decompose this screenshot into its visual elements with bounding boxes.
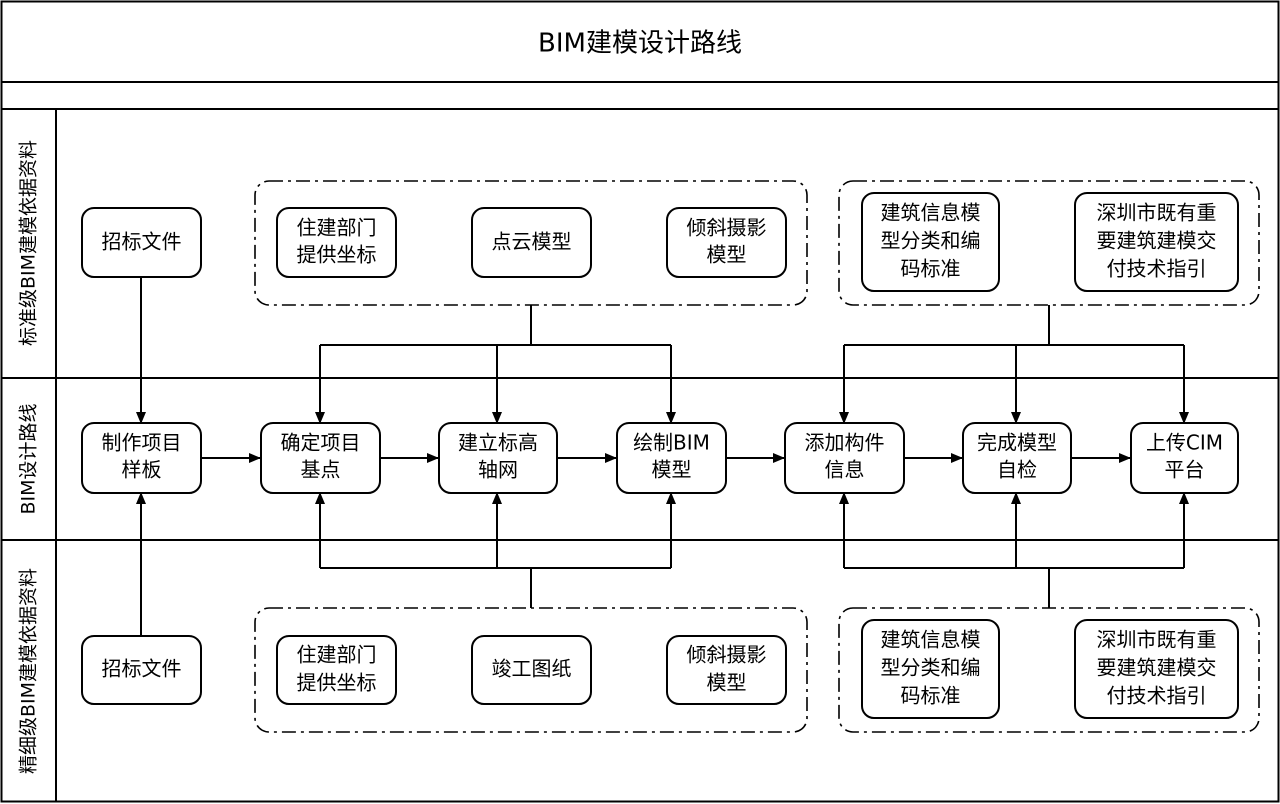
- box-label-line: 上传CIM: [1146, 431, 1223, 455]
- box-label-line: 模型: [707, 243, 747, 267]
- box-outline: [260, 422, 381, 494]
- box-label-line: 平台: [1165, 458, 1205, 482]
- connector-lines: [320, 305, 1184, 608]
- box-label-line: 倾斜摄影: [687, 643, 767, 667]
- box-label-line: 确定项目: [281, 431, 361, 455]
- process-step-upload-cim: 上传CIM 平台: [1130, 422, 1239, 494]
- lane-label-route: BIM设计路线: [18, 403, 40, 514]
- box-outline: [471, 635, 592, 705]
- box-label-line: 完成模型: [977, 431, 1057, 455]
- diagram-title: BIM建模设计路线: [538, 29, 742, 59]
- box-outline: [666, 207, 787, 278]
- process-step-draw-model: 绘制BIM 模型: [616, 422, 727, 494]
- box-outline: [1074, 619, 1239, 719]
- process-step-grid: 建立标高 轴网: [438, 422, 558, 494]
- box-outline: [276, 635, 397, 705]
- box-label-line: 提供坐标: [297, 671, 377, 695]
- box-label-line: 要建筑建模交: [1097, 656, 1217, 680]
- lane-label-standard: 标准级BIM建模依据资料: [18, 140, 40, 346]
- top-oblique-box: 倾斜摄影 模型: [666, 207, 787, 278]
- bottom-standard-box: 建筑信息模 型分类和编 码标准: [861, 619, 1000, 719]
- box-label-line: 绘制BIM: [633, 431, 710, 455]
- box-label-line: 基点: [301, 458, 341, 482]
- box-outline: [1130, 422, 1239, 494]
- box-label-line: 制作项目: [102, 431, 182, 455]
- box-outline: [616, 422, 727, 494]
- box-label-line: 竣工图纸: [492, 657, 572, 681]
- box-label-line: 深圳市既有重: [1097, 628, 1217, 652]
- box-outline: [666, 635, 787, 705]
- box-outline: [861, 192, 1000, 292]
- box-outline: [962, 422, 1072, 494]
- top-standard-box: 建筑信息模 型分类和编 码标准: [861, 192, 1000, 292]
- box-outline: [784, 422, 905, 494]
- box-label-line: 信息: [825, 458, 865, 482]
- box-label-line: 建筑信息模: [881, 628, 981, 652]
- box-outline: [81, 422, 202, 494]
- process-step-self-check: 完成模型 自检: [962, 422, 1072, 494]
- box-label-line: 码标准: [901, 257, 961, 281]
- box-label-line: 添加构件: [805, 431, 885, 455]
- box-label-line: 轴网: [478, 458, 518, 482]
- top-coord-box: 住建部门 提供坐标: [276, 207, 397, 278]
- box-label-line: 深圳市既有重: [1097, 201, 1217, 225]
- box-label-line: 建筑信息模: [881, 201, 981, 225]
- process-step-base-point: 确定项目 基点: [260, 422, 381, 494]
- box-label-line: 住建部门: [297, 216, 377, 240]
- box-outline: [81, 635, 202, 705]
- box-outline: [438, 422, 558, 494]
- box-outline: [276, 207, 397, 278]
- top-point-cloud-box: 点云模型: [471, 207, 592, 278]
- process-step-template: 制作项目 样板: [81, 422, 202, 494]
- box-label-line: 招标文件: [102, 230, 182, 254]
- box-label-line: 付技术指引: [1107, 257, 1207, 281]
- bottom-drawings-box: 竣工图纸: [471, 635, 592, 705]
- process-step-add-info: 添加构件 信息: [784, 422, 905, 494]
- box-label-line: 点云模型: [492, 230, 572, 254]
- bottom-bid-doc-box: 招标文件: [81, 635, 202, 705]
- top-bid-doc-box: 招标文件: [81, 207, 202, 278]
- arrow-lines: [136, 277, 1189, 636]
- box-label-line: 倾斜摄影: [687, 216, 767, 240]
- top-guide-box: 深圳市既有重 要建筑建模交 付技术指引: [1074, 192, 1239, 292]
- box-label-line: 招标文件: [102, 657, 182, 681]
- bottom-coord-box: 住建部门 提供坐标: [276, 635, 397, 705]
- box-outline: [81, 207, 202, 278]
- bottom-oblique-box: 倾斜摄影 模型: [666, 635, 787, 705]
- box-label-line: 提供坐标: [297, 243, 377, 267]
- box-label-line: 要建筑建模交: [1097, 229, 1217, 253]
- box-label-line: 型分类和编: [881, 656, 981, 680]
- box-outline: [471, 207, 592, 278]
- box-label-line: 样板: [122, 458, 162, 482]
- box-label-line: 码标准: [901, 684, 961, 708]
- box-label-line: 型分类和编: [881, 229, 981, 253]
- box-label-line: 模型: [707, 671, 747, 695]
- box-label-line: 住建部门: [297, 643, 377, 667]
- top-group-right: [838, 180, 1260, 306]
- box-label-line: 自检: [997, 458, 1037, 482]
- box-outline: [861, 619, 1000, 719]
- box-label-line: 模型: [652, 458, 692, 482]
- bottom-guide-box: 深圳市既有重 要建筑建模交 付技术指引: [1074, 619, 1239, 719]
- box-label-line: 建立标高: [458, 431, 538, 455]
- lane-label-fine: 精细级BIM建模依据资料: [18, 568, 40, 774]
- box-outline: [1074, 192, 1239, 292]
- box-label-line: 付技术指引: [1107, 684, 1207, 708]
